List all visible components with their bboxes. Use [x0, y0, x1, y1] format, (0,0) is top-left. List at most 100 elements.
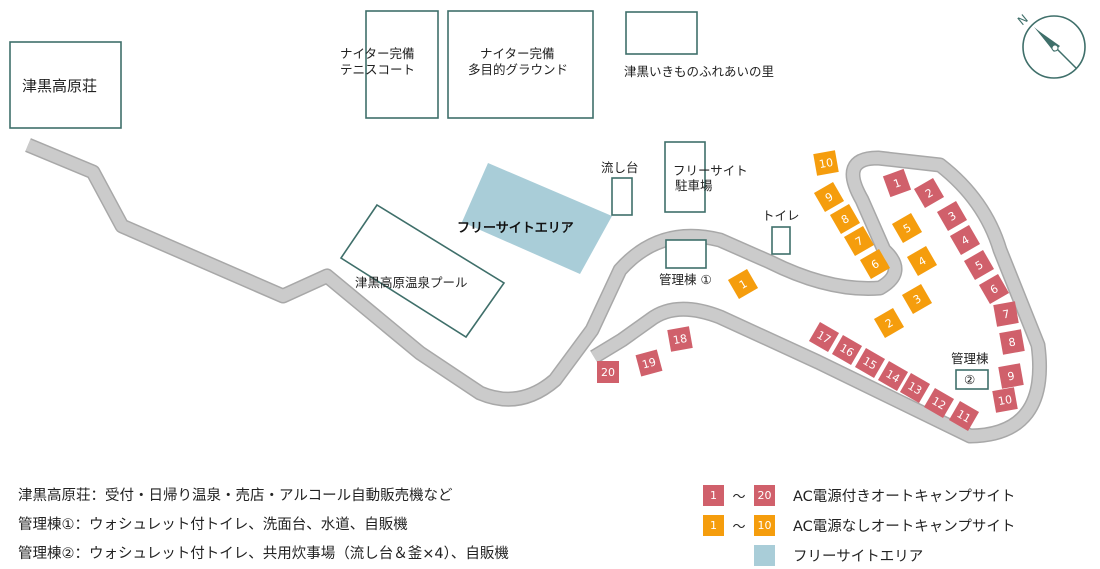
ac-site-number: 13: [905, 379, 924, 397]
ac-site-marker: [963, 249, 995, 281]
lodge-building: [9, 41, 122, 129]
legend-nonac-tilde: ～: [732, 519, 746, 535]
ac-site-12: 12: [923, 387, 955, 419]
ac-site-4: 4: [949, 224, 981, 256]
multi-purpose-ground: [447, 10, 594, 119]
lodge-label: 津黒高原荘: [22, 77, 97, 95]
legend-ac-to: 20: [754, 484, 775, 506]
ground-label-1: ナイター完備: [480, 46, 555, 61]
ac-site-marker: [877, 360, 909, 392]
ac-site-number: 7: [1002, 307, 1011, 321]
nonac-site-7: 7: [843, 225, 875, 257]
legend-nonac-label: AC電源なしオートキャンプサイト: [793, 518, 1016, 535]
creature-village-building: [625, 11, 698, 55]
legend-nonac-row: 1 ～ 10 AC電源なしオートキャンプサイト: [703, 513, 1015, 537]
legend-nonac-to: 10: [754, 514, 775, 536]
ac-site-17: 17: [808, 321, 840, 353]
tennis-label-2: テニスコート: [340, 62, 415, 77]
ac-site-marker: [635, 349, 663, 377]
nonac-site-9: 9: [813, 181, 845, 213]
road: [25, 138, 1048, 444]
nonac-site-number: 10: [818, 156, 834, 171]
nonac-site-8: 8: [829, 203, 861, 235]
ac-site-10: 10: [992, 387, 1018, 413]
ac-site-1: 1: [882, 168, 912, 198]
nonac-site-marker: [891, 212, 923, 244]
ac-site-marker: [993, 301, 1019, 327]
management-1-label: 管理棟 ①: [659, 272, 712, 287]
ac-site-5: 5: [963, 249, 995, 281]
nonac-site-6: 6: [859, 248, 891, 280]
free-parking-label-1: フリーサイト: [673, 163, 748, 178]
ac-site-marker: [667, 326, 693, 352]
ac-site-number: 10: [997, 393, 1013, 408]
legend-ac-label: AC電源付きオートキャンプサイト: [793, 488, 1016, 505]
legend-nonac-from: 1: [703, 514, 724, 536]
note-management-2: 管理棟②：ウォシュレット付トイレ、共用炊事場（流し台＆釜×4）、自販機: [18, 546, 509, 562]
ac-site-15: 15: [854, 347, 886, 379]
ac-site-number: 17: [814, 328, 833, 346]
nonac-site-1: 1: [727, 268, 759, 300]
ac-site-marker: [999, 329, 1025, 355]
nonac-site-3: 3: [901, 283, 933, 315]
ac-site-marker: [882, 168, 912, 198]
management-building-1: [665, 239, 707, 269]
campsites: 1234567891011121314151617181920123456789…: [597, 150, 1025, 432]
ac-site-number: 20: [601, 366, 615, 379]
management-building-2: [955, 369, 989, 390]
ac-site-3: 3: [936, 200, 968, 232]
nonac-site-marker: [901, 283, 933, 315]
legend-ac-row: 1 ～ 20 AC電源付きオートキャンプサイト: [703, 483, 1015, 507]
ac-site-16: 16: [831, 334, 863, 366]
ac-site-13: 13: [899, 372, 931, 404]
ac-site-7: 7: [993, 301, 1019, 327]
creature-village-label: 津黒いきものふれあいの里: [624, 64, 774, 79]
ac-site-number: 8: [1008, 335, 1017, 349]
ac-site-11: 11: [948, 400, 980, 432]
legend-ac-from: 1: [703, 484, 724, 506]
sink-building: [611, 177, 633, 216]
ac-site-6: 6: [978, 273, 1010, 305]
ac-site-19: 19: [635, 349, 663, 377]
legend-free-label: フリーサイトエリア: [793, 548, 924, 565]
management-2-number: ②: [964, 372, 975, 387]
ac-site-number: 16: [837, 341, 856, 359]
ac-site-18: 18: [667, 326, 693, 352]
note-management-1: 管理棟①：ウォシュレット付トイレ、洗面台、水道、自販機: [18, 517, 408, 533]
ac-site-marker: [831, 334, 863, 366]
ac-site-marker: [949, 224, 981, 256]
ac-site-14: 14: [877, 360, 909, 392]
nonac-site-marker: [813, 181, 845, 213]
compass-icon: N: [1015, 12, 1086, 79]
free-site-area: [462, 163, 612, 274]
nonac-site-marker: [813, 150, 839, 176]
nonac-site-marker: [859, 248, 891, 280]
ground-label-2: 多目的グラウンド: [468, 62, 568, 77]
ac-site-number: 11: [954, 407, 973, 425]
pool-label: 津黒高原温泉プール: [355, 275, 468, 290]
nonac-site-10: 10: [813, 150, 839, 176]
ac-site-marker: [899, 372, 931, 404]
ac-site-number: 1: [892, 176, 903, 191]
legend-free-swatch: [754, 544, 775, 566]
ac-site-marker: [992, 387, 1018, 413]
tennis-label-1: ナイター完備: [340, 46, 415, 61]
sink-label: 流し台: [601, 160, 639, 175]
ac-site-9: 9: [998, 363, 1024, 389]
ac-site-marker: [948, 400, 980, 432]
toilet-building: [771, 226, 791, 255]
management-2-label: 管理棟: [951, 351, 989, 366]
tennis-court: [365, 10, 439, 119]
ac-site-2: 2: [913, 177, 945, 209]
ac-site-marker: [597, 361, 619, 383]
nonac-site-marker: [843, 225, 875, 257]
ac-site-marker: [808, 321, 840, 353]
nonac-site-marker: [906, 245, 938, 277]
ac-site-marker: [854, 347, 886, 379]
nonac-site-2: 2: [873, 307, 905, 339]
ac-site-marker: [978, 273, 1010, 305]
toilet-label: トイレ: [762, 208, 800, 223]
ac-site-number: 19: [641, 355, 658, 371]
ac-site-marker: [998, 363, 1024, 389]
